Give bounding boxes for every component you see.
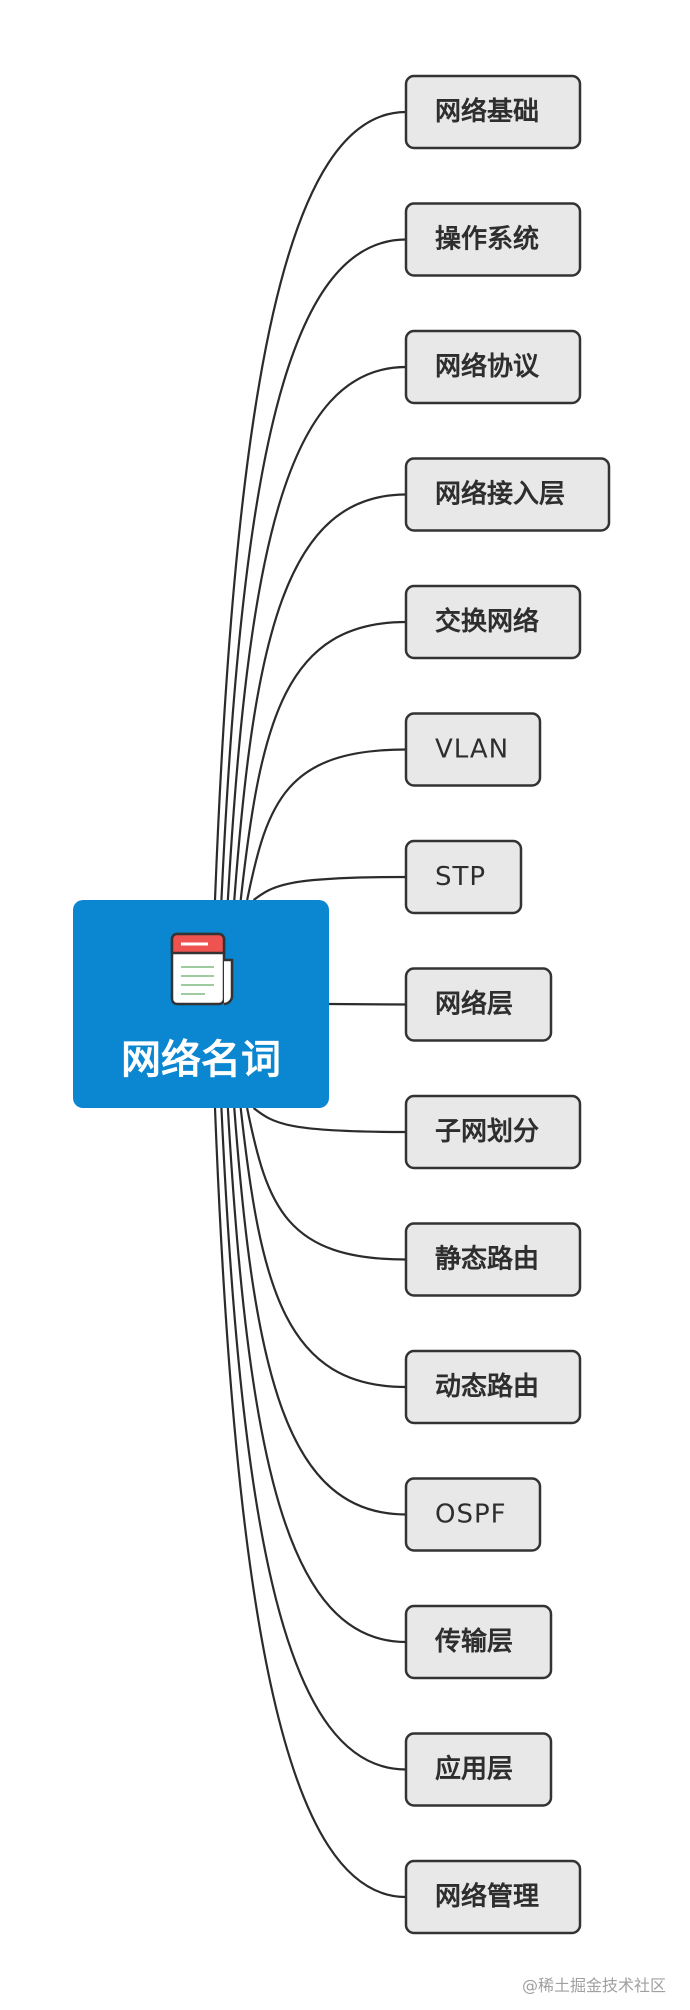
topic-node-box bbox=[404, 1604, 553, 1680]
topic-label: 交换网络 bbox=[435, 606, 539, 637]
topic-node-box bbox=[404, 712, 542, 787]
topic-node-box bbox=[404, 839, 523, 915]
topic-label: 子网划分 bbox=[435, 1117, 539, 1147]
topic-node[interactable]: 传输层 bbox=[404, 1604, 553, 1680]
topic-node[interactable]: 网络管理 bbox=[404, 1859, 582, 1935]
topic-node[interactable]: 子网划分 bbox=[404, 1094, 582, 1170]
topic-node-box bbox=[404, 1859, 582, 1935]
branch-line bbox=[226, 1107, 407, 1644]
topic-node-box bbox=[404, 457, 611, 532]
topic-node[interactable]: STP bbox=[404, 839, 523, 915]
topic-label: VLAN bbox=[435, 735, 509, 765]
topic-label: 传输层 bbox=[434, 1626, 513, 1657]
topic-label: 网络管理 bbox=[435, 1881, 539, 1912]
branch-line bbox=[233, 1107, 407, 1516]
topic-label: 网络协议 bbox=[435, 351, 540, 382]
root-label: 网络名词 bbox=[121, 1037, 281, 1083]
topic-node[interactable]: 网络协议 bbox=[404, 329, 582, 405]
topic-node-box bbox=[404, 1094, 582, 1170]
topic-node-box bbox=[404, 1349, 582, 1425]
topic-node-box bbox=[404, 1477, 542, 1552]
topic-label: OSPF bbox=[435, 1500, 507, 1530]
topic-label: 静态路由 bbox=[435, 1244, 539, 1275]
topic-node[interactable]: VLAN bbox=[404, 712, 542, 787]
topic-node[interactable]: 网络基础 bbox=[404, 74, 582, 150]
topic-node-box bbox=[404, 967, 553, 1042]
branch-line bbox=[239, 1107, 407, 1389]
topic-label: 网络基础 bbox=[435, 96, 539, 127]
root-node[interactable]: 网络名词 bbox=[73, 900, 329, 1108]
branch-line bbox=[226, 365, 407, 901]
topic-node-box bbox=[404, 74, 582, 150]
branch-line bbox=[252, 1107, 407, 1134]
topic-label: 操作系统 bbox=[435, 224, 539, 255]
topic-node[interactable]: 动态路由 bbox=[404, 1349, 582, 1425]
branch-line bbox=[246, 1107, 407, 1261]
newspaper-icon bbox=[170, 932, 234, 1006]
branch-line bbox=[233, 493, 407, 901]
topic-node[interactable]: 交换网络 bbox=[404, 584, 582, 660]
topic-label: 动态路由 bbox=[435, 1371, 539, 1402]
topic-node[interactable]: OSPF bbox=[404, 1477, 542, 1552]
branch-line bbox=[246, 748, 407, 901]
branch-line bbox=[239, 620, 407, 901]
topic-node-box bbox=[404, 584, 582, 660]
topic-node-box bbox=[404, 329, 582, 405]
branch-line bbox=[252, 875, 407, 901]
branch-line bbox=[220, 1107, 407, 1771]
topic-node-box bbox=[404, 1732, 553, 1807]
topic-node-box bbox=[404, 202, 582, 277]
topic-label: STP bbox=[435, 862, 486, 892]
topic-node[interactable]: 操作系统 bbox=[404, 202, 582, 277]
branch-line bbox=[213, 110, 407, 901]
branch-line bbox=[213, 1107, 407, 1899]
topic-node[interactable]: 应用层 bbox=[404, 1732, 553, 1807]
topic-label: 网络接入层 bbox=[435, 479, 565, 510]
watermark: @稀土掘金技术社区 bbox=[521, 1976, 666, 1995]
branch-line bbox=[328, 1002, 407, 1006]
topic-node-box bbox=[404, 1222, 582, 1297]
branch-line bbox=[220, 238, 407, 901]
topic-node[interactable]: 网络接入层 bbox=[404, 457, 611, 532]
branch-lines bbox=[213, 110, 407, 1899]
topic-node[interactable]: 静态路由 bbox=[404, 1222, 582, 1297]
topic-label: 应用层 bbox=[435, 1754, 513, 1785]
topic-node[interactable]: 网络层 bbox=[404, 967, 553, 1042]
topic-label: 网络层 bbox=[435, 989, 513, 1020]
